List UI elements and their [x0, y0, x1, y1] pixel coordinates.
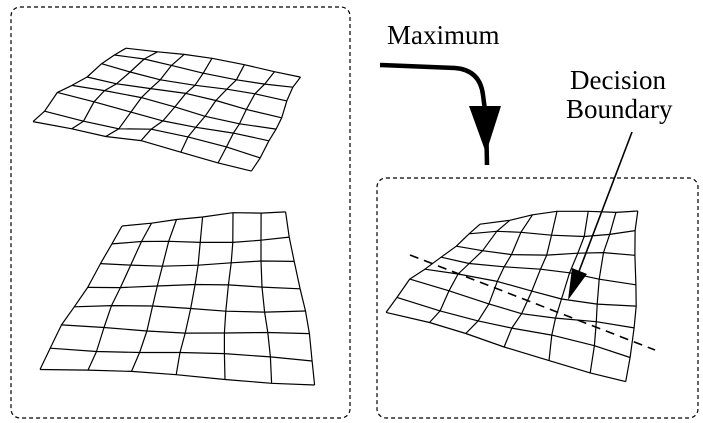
mesh-line — [223, 212, 234, 380]
mesh-line — [503, 211, 558, 348]
mesh-line — [625, 210, 639, 382]
mesh-line — [130, 219, 178, 372]
mesh-line — [87, 222, 153, 371]
mesh-line — [105, 53, 185, 138]
mesh-line — [424, 268, 637, 307]
mesh-line — [440, 256, 636, 286]
mesh-line — [589, 212, 617, 373]
mesh-line — [260, 213, 273, 384]
maximum-result-mesh — [385, 210, 639, 383]
mesh-line — [32, 47, 127, 123]
mesh-line — [100, 260, 295, 267]
maximum-arrow-shaft — [379, 62, 490, 166]
decision-boundary-line — [409, 254, 656, 351]
mesh-line — [217, 71, 275, 164]
mesh-line — [57, 91, 270, 142]
mesh-line — [250, 76, 301, 172]
decision-label: Decision — [570, 65, 666, 95]
boundary-label: Boundary — [566, 94, 673, 124]
mesh-line — [465, 214, 534, 334]
top-input-mesh — [32, 47, 301, 172]
right-panel-box — [376, 177, 699, 419]
mesh-line — [285, 211, 316, 386]
mesh-line — [385, 223, 481, 313]
mesh-line — [39, 225, 123, 370]
mesh-line — [71, 51, 158, 130]
mesh-line — [548, 211, 589, 361]
mesh-line — [385, 311, 626, 383]
mesh-line — [175, 216, 204, 375]
bottom-input-mesh — [39, 211, 316, 386]
maximum-arrow-head — [469, 106, 501, 153]
boundary-pointer-shaft — [577, 131, 633, 275]
left-panel-box — [10, 6, 351, 419]
mesh-line — [180, 64, 245, 153]
mesh-line — [429, 219, 511, 323]
boundary-pointer-head — [568, 268, 587, 300]
maximum-label: Maximum — [387, 20, 500, 50]
mesh-line — [140, 57, 213, 142]
